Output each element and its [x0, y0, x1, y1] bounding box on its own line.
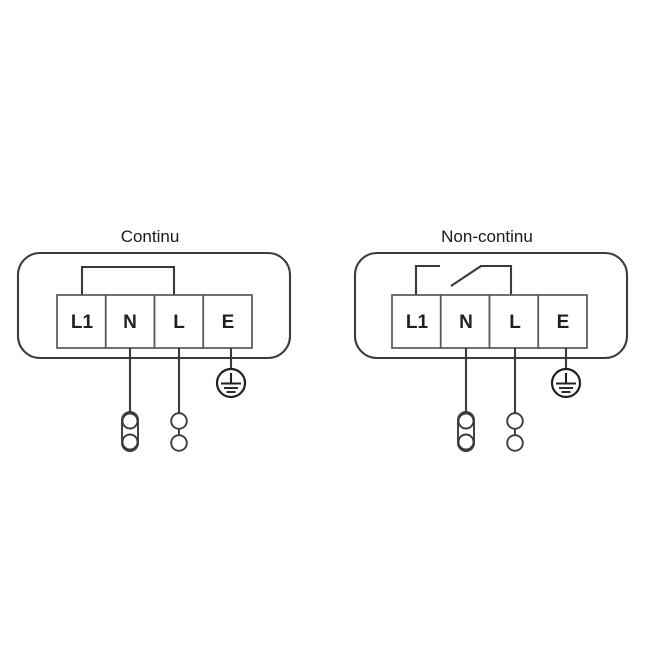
terminal-label-l1: L1 — [406, 312, 429, 333]
terminal-label-n: N — [123, 312, 137, 333]
open-switch-non-continu — [414, 264, 513, 295]
switch-right-contact — [480, 264, 513, 295]
pin-circle-upper — [121, 412, 139, 430]
diagram-title-continu: Continu — [121, 227, 180, 246]
switch-blade — [450, 265, 482, 287]
terminal-label-l: L — [509, 312, 521, 333]
terminal-label-n: N — [459, 312, 473, 333]
closed-link-continu — [80, 265, 176, 295]
diagram-title-non-continu: Non-continu — [441, 227, 533, 246]
live-pin-double-circle-continu — [170, 412, 188, 452]
terminal-block-non-continu: L1 N L E — [391, 294, 588, 349]
ground-symbol-continu — [215, 367, 247, 399]
neutral-pin-capsule-continu — [121, 411, 139, 452]
terminal-block-continu: L1 N L E — [56, 294, 253, 349]
pin-circle-upper — [457, 412, 475, 430]
terminal-label-e: E — [557, 312, 570, 333]
terminal-cell-e[interactable] — [537, 294, 588, 349]
pin-circle-upper — [506, 412, 524, 430]
terminal-cell-l1[interactable] — [56, 294, 107, 349]
neutral-pin-capsule-non-continu — [457, 411, 475, 452]
live-pin-double-circle-non-continu — [506, 412, 524, 452]
pin-circle-lower — [457, 433, 475, 451]
pin-circle-lower — [506, 434, 524, 452]
terminal-label-e: E — [222, 312, 235, 333]
terminal-label-l1: L1 — [71, 312, 94, 333]
pin-circle-upper — [170, 412, 188, 430]
ground-symbol-non-continu — [550, 367, 582, 399]
terminal-cell-l[interactable] — [153, 294, 205, 349]
pin-circle-lower — [170, 434, 188, 452]
terminal-cell-n[interactable] — [439, 294, 491, 349]
terminal-cell-e[interactable] — [202, 294, 253, 349]
diagram-continu: Continu L1 N L E — [16, 227, 292, 452]
bridge-wire — [80, 265, 176, 295]
terminal-label-l: L — [173, 312, 185, 333]
switch-left-contact — [414, 264, 440, 295]
diagram-non-continu: Non-continu L1 N L E — [353, 227, 629, 452]
pin-circle-lower — [121, 433, 139, 451]
